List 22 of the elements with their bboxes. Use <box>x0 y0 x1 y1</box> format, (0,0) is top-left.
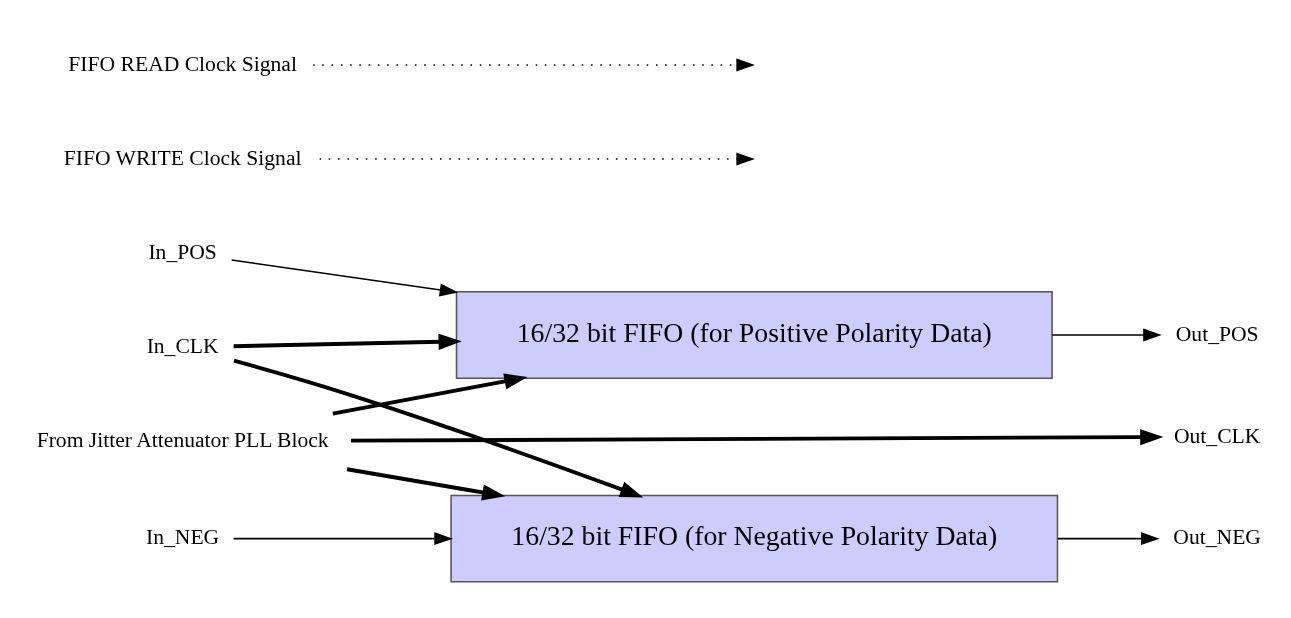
arrow <box>232 531 453 545</box>
arrow <box>312 57 755 71</box>
arrow <box>233 358 644 497</box>
node-text: FIFO READ Clock Signal <box>68 51 297 76</box>
arrow <box>346 466 506 500</box>
node-text: Out_NEG <box>1173 524 1261 549</box>
node-text: In_POS <box>148 239 217 264</box>
arrow <box>1057 531 1160 545</box>
node-text: Out_POS <box>1175 321 1259 346</box>
arrow <box>332 372 528 415</box>
node-text: FIFO WRITE Clock Signal <box>63 145 302 170</box>
node-box: 16/32 bit FIFO (for Positive Polarity Data) <box>455 290 1053 379</box>
arrow <box>318 152 755 166</box>
arrow <box>233 333 462 350</box>
arrow <box>351 428 1164 445</box>
node-text: Out_CLK <box>1173 423 1261 447</box>
arrow <box>230 258 459 296</box>
node-text: In_CLK <box>146 333 219 358</box>
node-text: In_NEG <box>146 524 220 549</box>
arrow <box>1051 327 1162 341</box>
node-text: From Jitter Attenuator PLL Block <box>36 427 329 452</box>
node-box: 16/32 bit FIFO (for Negative Polarity Data) <box>450 494 1059 583</box>
